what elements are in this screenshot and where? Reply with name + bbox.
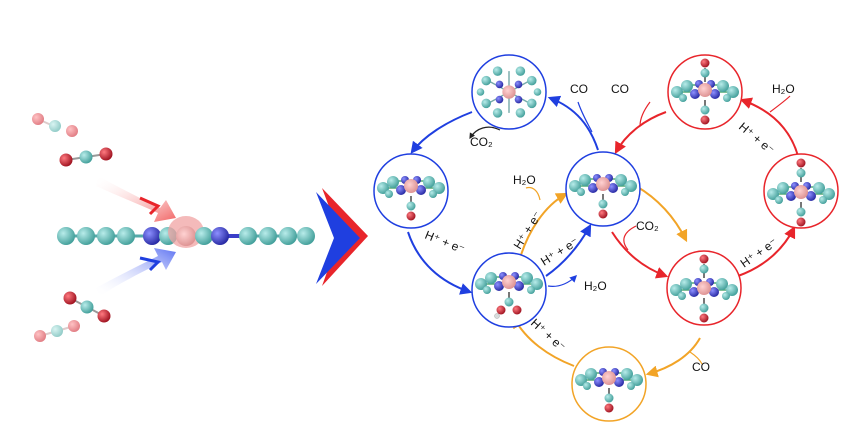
label-co-orange: CO [692,360,710,374]
cycle-arrows [407,95,799,378]
faded-co-molecule-top [32,113,78,137]
blue-approach-arrow [96,248,176,296]
intermediate-node-blue-top [471,54,547,130]
label-co2-blue: CO₂ [470,135,493,149]
label-co2-center: CO₂ [636,219,659,233]
faded-co-molecule-bottom [34,320,80,342]
intermediate-node-blue-center [565,151,641,227]
label-hpe-orange-bottom: H⁺ + e⁻ [528,316,568,354]
label-h2o-blue: H₂O [584,279,607,293]
co2-molecule-bottom [63,291,111,323]
label-hpe-orange: H⁺ + e⁻ [511,209,545,252]
planar-catalyst-side-view [57,216,315,248]
co2-molecule-top [59,147,113,167]
label-h2o-orange: H₂O [513,173,536,187]
reaction-labels: CO₂ CO H₂O H₂O CO₂ CO H₂O CO H⁺ + e⁻ H⁺ … [423,82,795,374]
label-h2o-red: H₂O [772,82,795,96]
intermediate-node-red-bottom [666,250,742,326]
red-approach-arrow [96,176,176,222]
label-hpe-blue-left: H⁺ + e⁻ [423,228,467,257]
label-hpe-red-top: H⁺ + e⁻ [736,120,777,158]
intermediate-node-orange-bottom [571,346,647,422]
label-co-blue: CO [570,82,588,96]
intermediate-node-blue-left [373,153,449,229]
transition-chevron [316,188,368,286]
label-hpe-blue-mid: H⁺ + e⁻ [538,235,581,269]
label-co-red: CO [611,82,629,96]
intermediate-node-red-top [667,54,743,130]
adsorption-schematic [32,113,315,342]
intermediate-node-blue-bottom [471,252,547,328]
intermediate-node-red-right [763,153,839,229]
